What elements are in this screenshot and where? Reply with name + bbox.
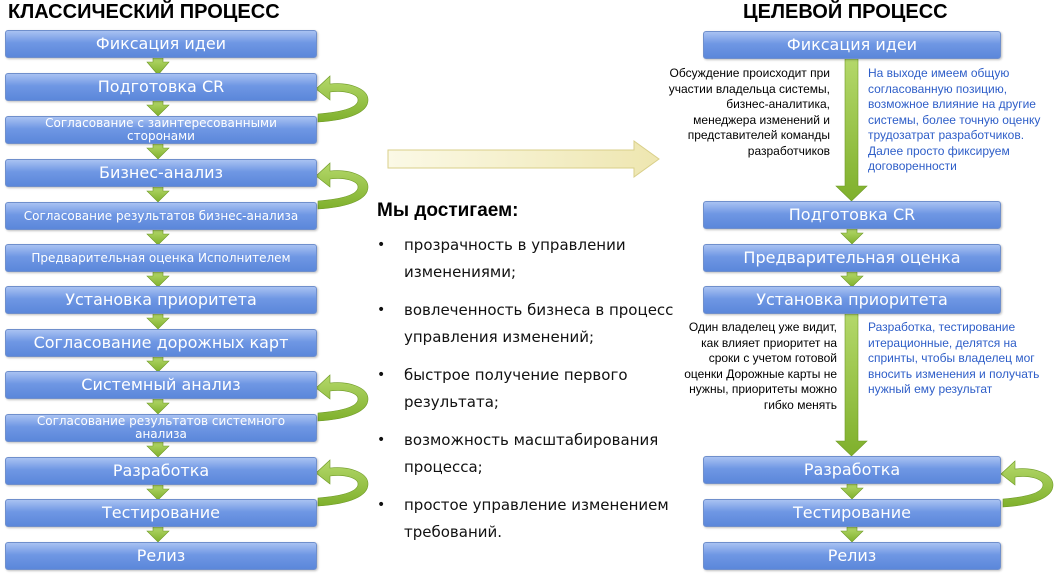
- target-step-idea: Фиксация идеи: [703, 31, 1001, 59]
- target-note-outcome: На выходе имеем общую согласованную пози…: [868, 66, 1041, 173]
- target-step-development: Разработка: [703, 456, 1001, 484]
- classic-step-system-analysis-approval: Согласование результатов системного анал…: [5, 414, 317, 442]
- goal-item: •быстрое получение первого результата;: [377, 366, 628, 411]
- green-down-arrow-icon: [146, 484, 170, 501]
- green-down-arrow-icon: [146, 441, 170, 458]
- classic-step-set-priority: Установка приоритета: [5, 286, 317, 314]
- green-down-arrow-icon: [840, 271, 864, 288]
- classic-step-development: Разработка: [5, 457, 317, 485]
- classic-step-prepare-cr: Подготовка CR: [5, 73, 317, 101]
- green-loop-arrow-icon: [315, 75, 369, 123]
- target-note-discussion: Обсуждение происходит при участии владел…: [668, 66, 830, 158]
- green-down-arrow-icon: [840, 228, 864, 245]
- green-down-arrow-icon: [840, 526, 864, 543]
- target-note-owner-priority: Один владелец уже видит, как влияет прио…: [684, 320, 837, 412]
- classic-step-business-analysis-approval: Согласование результатов бизнес-анализа: [5, 202, 317, 230]
- classic-step-business-analysis: Бизнес-анализ: [5, 159, 317, 187]
- green-down-arrow-icon: [146, 526, 170, 543]
- target-process-title: ЦЕЛЕВОЙ ПРОЦЕСС: [743, 1, 948, 23]
- classic-step-roadmap-approval: Согласование дорожных карт: [5, 329, 317, 357]
- green-down-arrow-icon: [146, 313, 170, 330]
- green-down-arrow-icon: [146, 398, 170, 415]
- green-down-arrow-icon: [835, 58, 868, 202]
- green-down-arrow-icon: [146, 57, 170, 76]
- classic-step-idea: Фиксация идеи: [5, 30, 317, 58]
- green-down-arrow-icon: [146, 100, 170, 117]
- classic-down-arrows: [146, 57, 170, 543]
- green-down-arrow-icon: [835, 313, 868, 457]
- classic-step-release: Релиз: [5, 542, 317, 570]
- target-step-release: Релиз: [703, 542, 1001, 570]
- green-down-arrow-icon: [146, 229, 170, 246]
- target-step-prepare-cr: Подготовка CR: [703, 201, 1001, 229]
- green-loop-arrow-icon: [1000, 460, 1054, 508]
- goal-item: •простое управление изменением требовани…: [377, 496, 669, 541]
- green-down-arrow-icon: [146, 271, 170, 288]
- target-step-preliminary-estimate: Предварительная оценка: [703, 244, 1001, 272]
- classic-step-stakeholder-approval: Согласование с заинтересованными сторона…: [5, 116, 317, 144]
- goals-title: Мы достигаем:: [377, 200, 519, 221]
- green-down-arrow-icon: [840, 483, 864, 500]
- classic-step-preliminary-estimate: Предварительная оценка Исполнителем: [5, 244, 317, 272]
- green-down-arrow-icon: [146, 143, 170, 160]
- classic-step-system-analysis: Системный анализ: [5, 371, 317, 399]
- goals-list: •прозрачность в управлении изменениями; …: [377, 232, 707, 557]
- green-down-arrow-icon: [146, 356, 170, 373]
- green-loop-arrow-icon: [315, 162, 369, 210]
- green-down-arrow-icon: [146, 186, 170, 203]
- big-right-arrow-icon: [387, 140, 660, 178]
- target-step-set-priority: Установка приоритета: [703, 286, 1001, 314]
- classic-process-title: КЛАССИЧЕСКИЙ ПРОЦЕСС: [8, 1, 280, 23]
- green-loop-arrow-icon: [315, 374, 369, 422]
- goal-item: •вовлеченность бизнеса в процесс управле…: [377, 301, 674, 346]
- target-step-testing: Тестирование: [703, 499, 1001, 527]
- goal-item: •возможность масштабирования процесса;: [377, 431, 659, 476]
- green-loop-arrow-icon: [315, 459, 369, 507]
- goal-item: •прозрачность в управлении изменениями;: [377, 236, 626, 281]
- classic-loops: [315, 75, 369, 507]
- target-down-arrows: [835, 58, 868, 543]
- classic-step-testing: Тестирование: [5, 499, 317, 527]
- target-note-iterations: Разработка, тестирование итерационные, д…: [868, 320, 1040, 396]
